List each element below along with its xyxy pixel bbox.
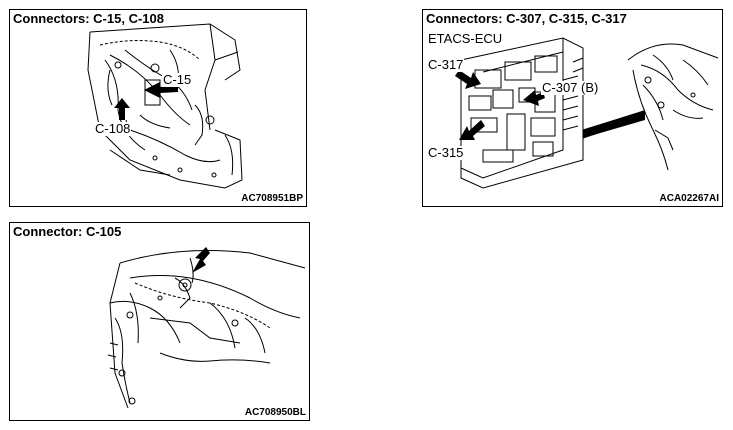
arrow-c317 <box>455 70 481 89</box>
callout-c307-b: C-307 (B) <box>541 80 600 95</box>
callout-c317: C-317 <box>427 57 465 72</box>
panel-c307-c315-c317: Connectors: C-307, C-315, C-317 ETACS-EC… <box>422 9 723 207</box>
panel-title: Connector: C-105 <box>13 224 126 239</box>
etacs-ecu-illustration <box>455 37 719 189</box>
arrow-c108 <box>114 98 130 120</box>
panel-title: Connectors: C-307, C-315, C-317 <box>426 11 631 26</box>
pointer-wedge <box>583 110 645 138</box>
callout-c108: C-108 <box>94 121 132 136</box>
dashboard-illustration-2 <box>107 247 306 409</box>
arrow-c315 <box>459 120 485 140</box>
arrow-c307 <box>523 90 545 106</box>
callout-c315: C-315 <box>427 145 465 160</box>
dashboard-illustration-1 <box>87 23 243 189</box>
panel-c15-c108: Connectors: C-15, C-108 C-15 C-108 AC708… <box>9 9 307 207</box>
figure-code: ACA02267AI <box>656 193 719 204</box>
figure-code: AC708950BL <box>241 407 306 418</box>
panel-c105: Connector: C-105 AC708950BL <box>9 222 310 421</box>
arrow-c105 <box>192 247 210 273</box>
callout-etacs-ecu: ETACS-ECU <box>427 31 504 46</box>
panel-title: Connectors: C-15, C-108 <box>13 11 168 26</box>
callout-c15: C-15 <box>162 72 193 87</box>
figure-code: AC708951BP <box>238 193 303 204</box>
